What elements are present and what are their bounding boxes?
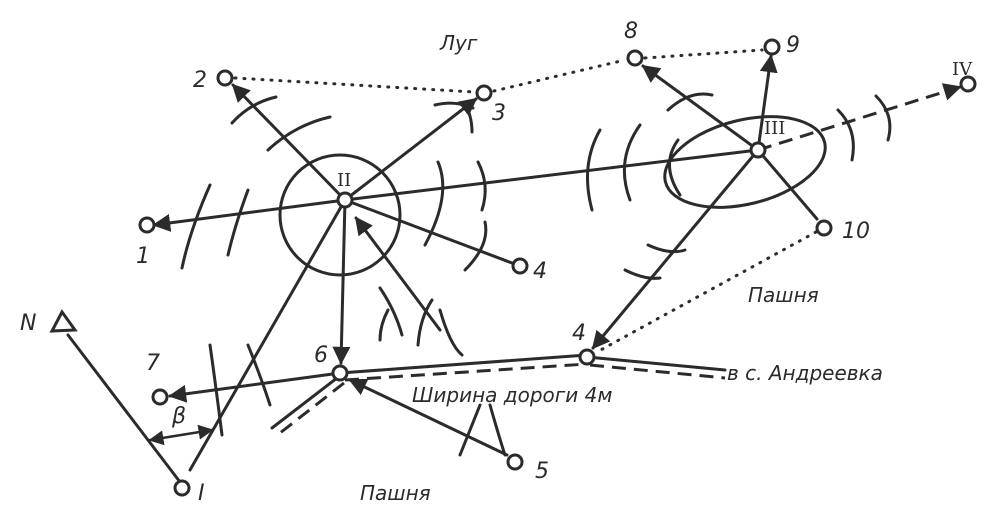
- point-label-1: 1: [136, 244, 150, 269]
- meadow-label: Луг: [439, 31, 478, 55]
- road-width-label: Ширина дороги 4м: [412, 383, 612, 407]
- north-arrow-icon: [49, 309, 78, 333]
- point-label-8: 8: [624, 19, 638, 44]
- point-label-4-road: 4: [572, 321, 586, 346]
- station-label-iii: III: [764, 118, 785, 139]
- field-label-bottom: Пашня: [360, 481, 431, 505]
- north-label: N: [20, 311, 36, 336]
- hill-contour-ii: [278, 153, 402, 277]
- serif-arcs: [180, 92, 892, 457]
- road: [270, 353, 727, 435]
- beta-label: β: [171, 404, 186, 429]
- station-label-ii: II: [337, 170, 351, 191]
- point-label-10: 10: [842, 219, 870, 244]
- point-label-6: 6: [314, 343, 328, 368]
- station-label-iv: IV: [952, 59, 973, 80]
- point-label-2: 2: [193, 68, 207, 93]
- point-label-9: 9: [786, 33, 800, 58]
- field-label-right: Пашня: [748, 283, 819, 307]
- village-label: в с. Андреевка: [727, 361, 883, 385]
- survey-rays: [66, 54, 962, 484]
- point-label-5: 5: [535, 459, 549, 484]
- point-label-7: 7: [146, 351, 160, 376]
- survey-points: [138, 38, 977, 497]
- point-label-3: 3: [492, 101, 506, 126]
- point-label-4: 4: [533, 259, 547, 284]
- boundary-lines: [233, 48, 818, 354]
- station-label-i: I: [198, 481, 205, 506]
- hill-contour-iii: [663, 115, 827, 209]
